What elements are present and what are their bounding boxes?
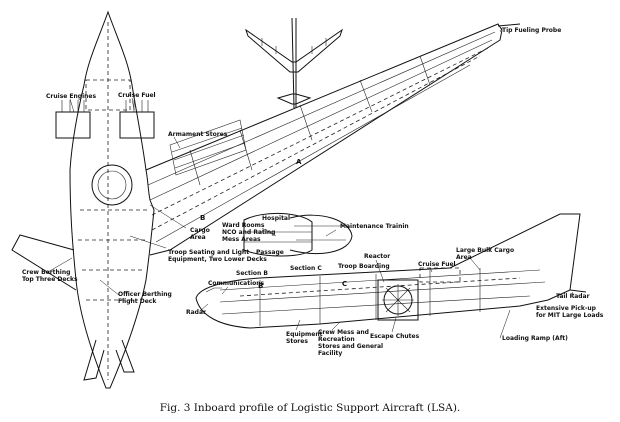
label-loading-ramp: Loading Ramp (Aft) [502, 335, 568, 342]
label-troop-boarding: Troop Boarding [338, 263, 390, 270]
label-escape-chutes: Escape Chutes [370, 333, 420, 340]
label-cruise-fuel-side: Cruise Fuel [418, 261, 456, 268]
label-cruise-engines: Cruise Engines [46, 93, 96, 100]
label-cruise-fuel-top: Cruise Fuel [118, 92, 156, 99]
label-line: Cargo [190, 227, 210, 234]
label-section-c: Section C [290, 265, 322, 272]
label-line: Mess Areas [222, 236, 261, 243]
leader-lines [47, 27, 575, 339]
label-tail-radar: Tail Radar [556, 293, 590, 300]
label-line: Large Bulk Cargo [456, 247, 514, 254]
label-line: Ward Rooms [222, 222, 265, 229]
label-section-b-marker: B [200, 214, 205, 222]
label-section-b: Section B [236, 270, 268, 277]
label-tip-fueling-probe: Tip Fueling Probe [502, 27, 561, 34]
label-passage: Passage [256, 249, 284, 256]
label-line: Troop Seating and Light [168, 249, 249, 256]
label-hospital: Hospital [262, 215, 290, 222]
label-c-marker: C [342, 280, 347, 288]
label-maintenance-training: Maintenance Trainin [340, 223, 409, 230]
label-b-marker: B [258, 282, 263, 290]
label-radar: Radar [186, 309, 206, 316]
labels: Tip Fueling Probe Cruise Engines Cruise … [22, 27, 604, 357]
reference-jet-icon [245, 17, 343, 109]
label-line: Equipment [286, 331, 323, 338]
label-line: Crew Mess and [318, 329, 369, 336]
label-reactor: Reactor [364, 253, 390, 260]
label-line: for MIT Large Loads [536, 312, 604, 319]
label-armament-stores: Armament Stores [168, 131, 228, 138]
label-communications: Communications [208, 280, 265, 287]
plan-view [11, 10, 521, 389]
label-line: Top Three Decks [22, 276, 78, 283]
side-profile [195, 213, 587, 329]
label-line: Facility [318, 350, 342, 357]
label-line: Flight Deck [118, 298, 157, 305]
label-line: Officer Berthing [118, 291, 172, 298]
label-line: Extensive Pick-up [536, 305, 597, 312]
label-line: Crew Berthing [22, 269, 70, 276]
section-view [243, 212, 353, 257]
label-line: Stores [286, 338, 308, 345]
label-line: NCO and Rating [222, 229, 275, 236]
label-section-a: A [296, 158, 302, 166]
figure-caption: Fig. 3 Inboard profile of Logistic Suppo… [159, 402, 461, 414]
label-line: Recreation [318, 336, 355, 343]
label-line: Area [456, 254, 472, 261]
label-line: Equipment, Two Lower Decks [168, 256, 267, 263]
label-line: Stores and General [318, 343, 383, 350]
label-line: Area [190, 234, 206, 241]
